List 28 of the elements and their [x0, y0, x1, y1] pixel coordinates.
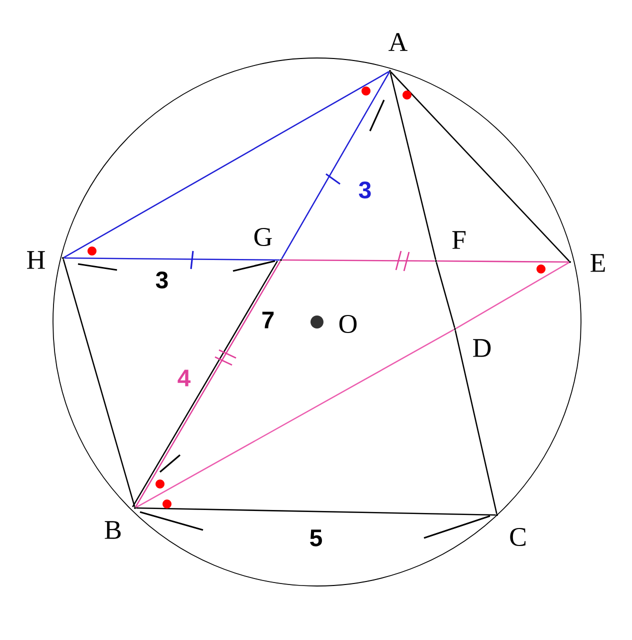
point-label: C — [510, 528, 526, 546]
length-label: 7 — [262, 312, 274, 328]
line-segment — [136, 507, 496, 516]
line-segment — [437, 260, 569, 263]
point-label: D — [473, 339, 491, 357]
point-label: A — [388, 33, 408, 51]
line-segment — [62, 258, 136, 508]
edge-label: 3 — [358, 182, 371, 198]
length-label: 5 — [310, 530, 322, 546]
line-segment — [456, 262, 570, 329]
point-label: F — [452, 231, 466, 249]
line-segment — [136, 329, 454, 508]
line-segment — [64, 71, 390, 258]
line-segment — [281, 72, 390, 260]
point-label: G — [254, 228, 272, 246]
point-label: B — [104, 521, 121, 539]
line-segment — [436, 262, 456, 328]
edge-label: 4 — [178, 370, 191, 386]
line-segment — [390, 72, 436, 260]
line-segment — [282, 259, 435, 262]
line-segment — [454, 330, 498, 514]
center-dot — [310, 316, 324, 328]
line-segment — [390, 71, 570, 262]
point-label: O — [339, 314, 357, 334]
length-label: 3 — [156, 272, 168, 288]
point-label: E — [590, 254, 605, 272]
line-segment — [64, 257, 280, 261]
point-label: H — [27, 251, 45, 269]
